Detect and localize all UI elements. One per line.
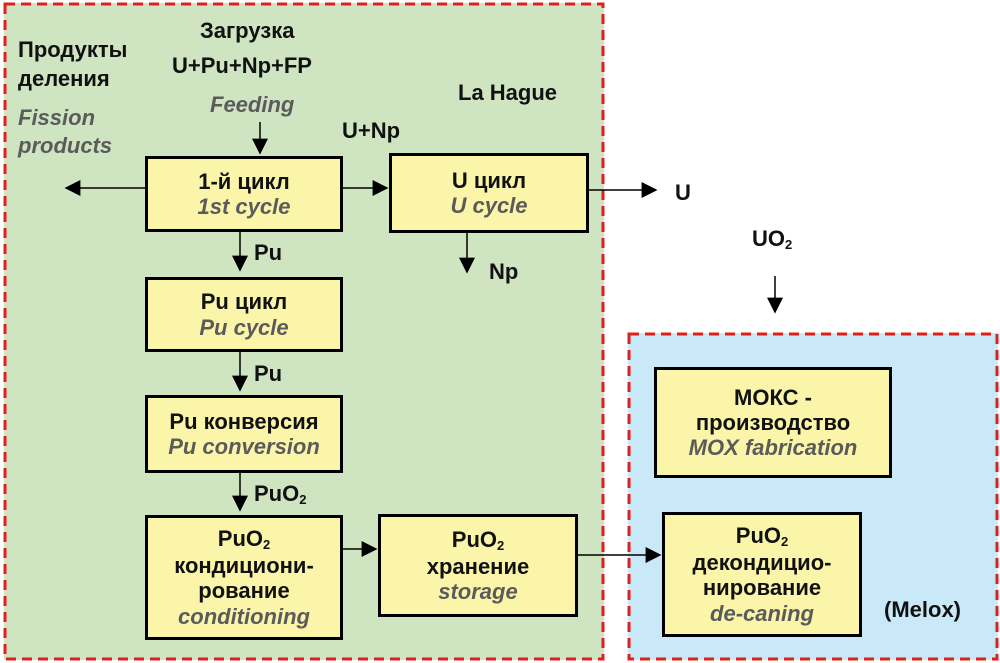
u-cycle-ru: U цикл (451, 167, 527, 193)
np-output-label: Np (489, 259, 519, 284)
pu-cycle-en: Pu cycle (199, 314, 289, 340)
storage-en: storage (438, 578, 518, 604)
la-hague-border (3, 2, 605, 661)
conditioning-box: PuO2 кондициони-рование conditioning (145, 515, 343, 640)
melox-border (627, 332, 999, 661)
decaning-formula: PuO2 (735, 523, 789, 550)
fission-products-en: Fission products (18, 105, 113, 158)
puo2-label: PuO2 (254, 481, 307, 507)
storage-ru: хранение (426, 553, 530, 579)
pu-conversion-box: Pu конверсия Pu conversion (145, 395, 343, 473)
decaning-box: PuO2 декондицио-нирование de-caning (662, 512, 862, 637)
u-np-label: U+Np (342, 118, 401, 143)
conditioning-ru: кондициони-рование (174, 553, 314, 604)
mox-en: MOX fabrication (688, 435, 858, 461)
first-cycle-box: 1-й цикл 1st cycle (145, 156, 343, 232)
mox-fabrication-box: МОКС - производство MOX fabrication (654, 367, 892, 478)
feeding-en: Feeding (210, 92, 295, 117)
storage-box: PuO2 хранение storage (378, 514, 578, 617)
u-cycle-en: U cycle (450, 193, 528, 218)
pu-label-1: Pu (254, 240, 283, 265)
fission-products-ru: Продукты деления (18, 37, 128, 91)
pu-conversion-ru: Pu конверсия (169, 408, 319, 434)
la-hague-label: La Hague (458, 80, 558, 105)
conditioning-en: conditioning (178, 603, 310, 629)
u-cycle-box: U цикл U cycle (389, 153, 589, 233)
pu-cycle-box: Pu цикл Pu cycle (145, 277, 343, 352)
loading-formula: U+Pu+Np+FP (172, 53, 312, 78)
storage-formula: PuO2 (451, 526, 505, 553)
mox-ru: МОКС - производство (695, 384, 851, 435)
melox-label: (Melox) (884, 597, 961, 622)
loading-ru: Загрузка (200, 18, 295, 43)
conditioning-formula: PuO2 (217, 526, 271, 553)
pu-cycle-ru: Pu цикл (200, 289, 288, 315)
decaning-en: de-caning (710, 600, 814, 626)
decaning-ru: декондицио-нирование (692, 550, 832, 601)
first-cycle-en: 1st cycle (197, 194, 291, 219)
u-output-label: U (675, 180, 691, 205)
pu-label-2: Pu (254, 361, 283, 386)
pu-conversion-en: Pu conversion (168, 434, 320, 459)
first-cycle-ru: 1-й цикл (198, 168, 290, 194)
uo2-label: UO2 (752, 226, 793, 252)
